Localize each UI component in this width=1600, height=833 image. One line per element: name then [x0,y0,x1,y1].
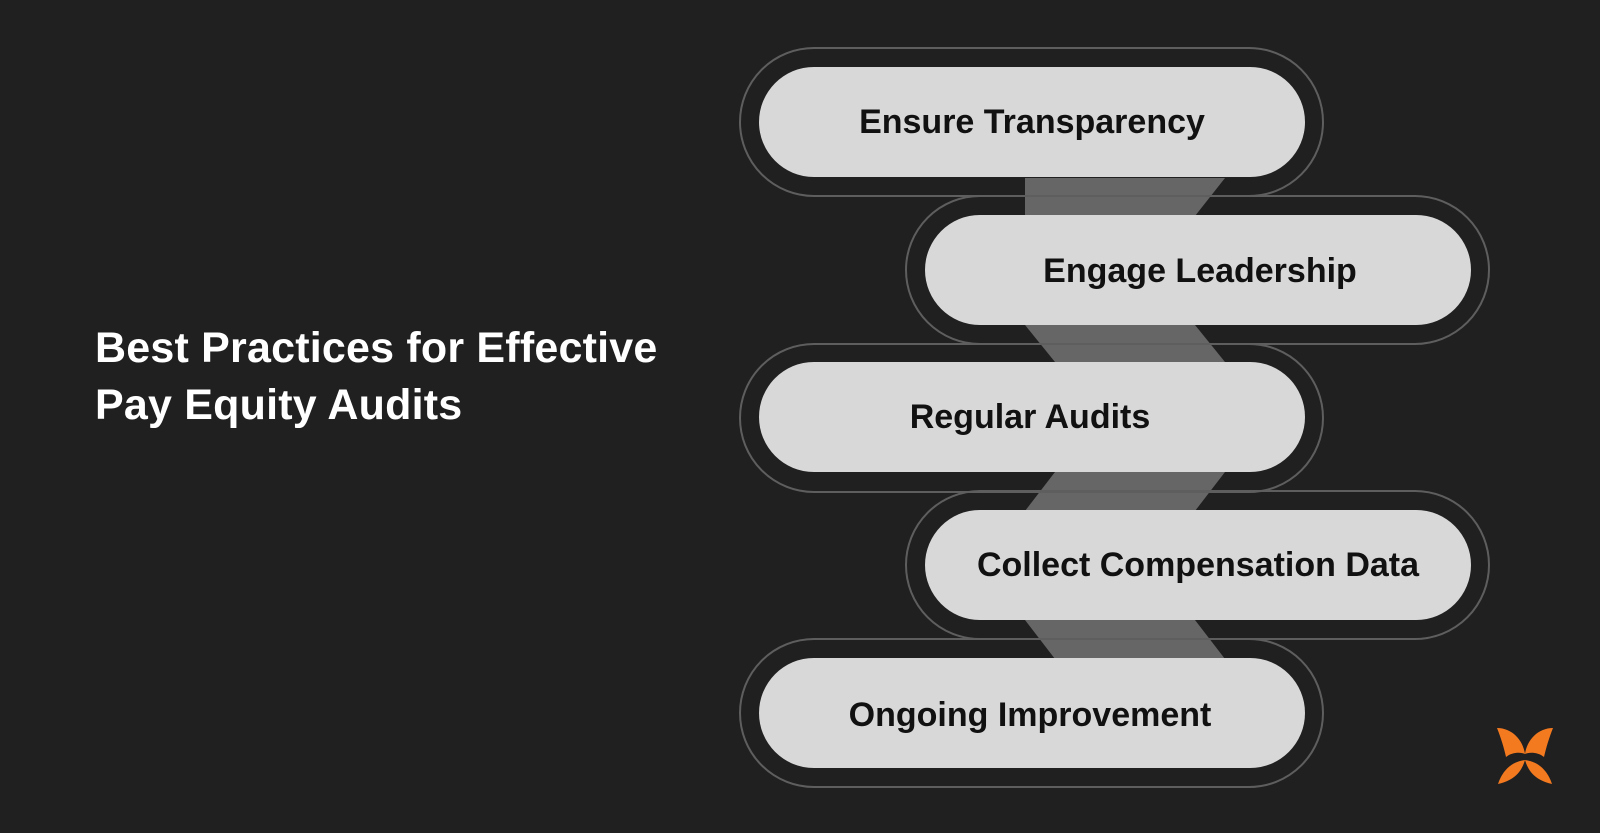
step-1-label: Ensure Transparency [859,103,1205,141]
step-2-pill: Engage Leadership [925,215,1471,325]
step-5-label: Ongoing Improvement [849,696,1212,734]
step-4-pill: Collect Compensation Data [925,510,1471,620]
page-title: Best Practices for Effective Pay Equity … [95,320,657,434]
step-1-pill: Ensure Transparency [759,67,1305,177]
step-5-pill: Ongoing Improvement [759,658,1305,768]
title-line-1: Best Practices for Effective [95,324,658,372]
brand-butterfly-icon [1497,728,1553,784]
step-3-label: Regular Audits [910,398,1151,436]
step-2-label: Engage Leadership [1043,252,1357,290]
title-line-2: Pay Equity Audits [95,381,463,429]
step-3-pill: Regular Audits [759,362,1305,472]
step-5-outline [739,638,1324,788]
step-4-label: Collect Compensation Data [977,546,1420,584]
